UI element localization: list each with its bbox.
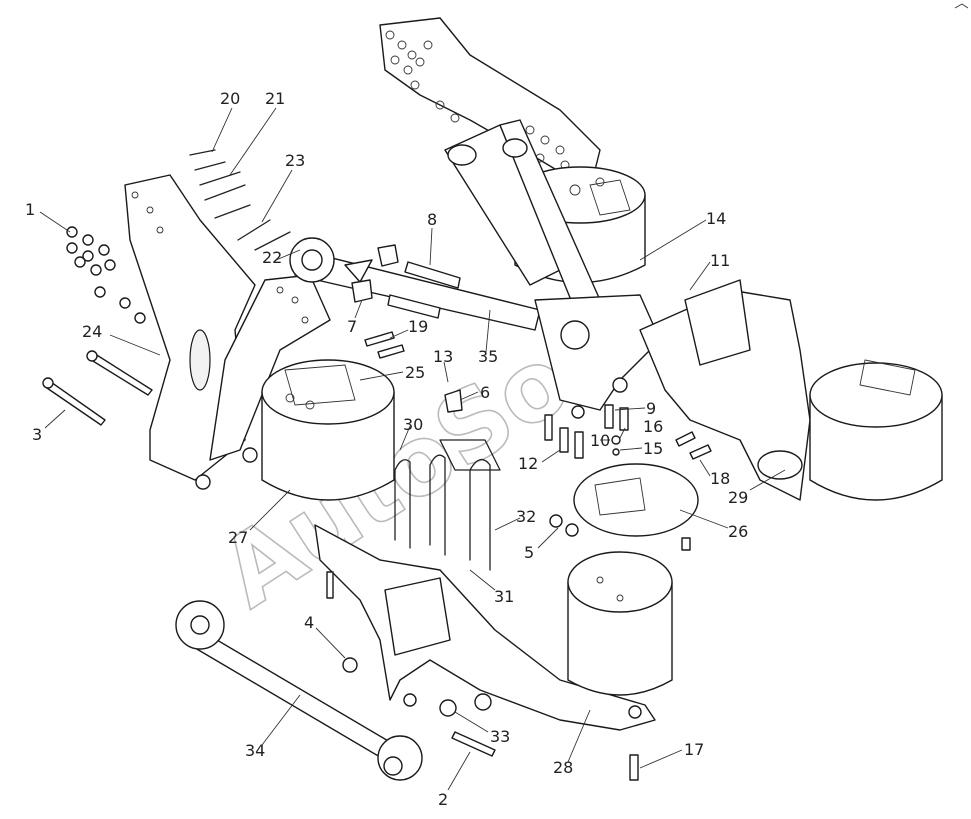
callout-6: 6: [480, 383, 490, 402]
callout-2: 2: [438, 790, 448, 809]
callout-labels: 1 2 3 4 5 6 7 8 9 10 11 12 13 14 15 16 1…: [25, 89, 748, 809]
left-frame-bracket: [124, 174, 331, 481]
small-parts: [195, 331, 712, 781]
callout-5: 5: [524, 543, 534, 562]
callout-9: 9: [646, 399, 656, 418]
air-spring-right: [809, 359, 943, 501]
callout-21: 21: [265, 89, 285, 108]
callout-27: 27: [228, 528, 248, 547]
callout-24: 24: [82, 322, 102, 341]
callout-8: 8: [427, 210, 437, 229]
callout-31: 31: [494, 587, 514, 606]
right-axle-housing: [639, 279, 811, 501]
callout-35: 35: [478, 347, 498, 366]
air-spring-left: [261, 359, 395, 501]
long-bolts: [42, 350, 153, 426]
callout-25: 25: [405, 363, 425, 382]
bolts-20-21-23: [189, 149, 291, 251]
callout-19: 19: [408, 317, 428, 336]
callout-3: 3: [32, 425, 42, 444]
torque-rod-lower: [175, 600, 423, 781]
center-axle-bracket: [534, 294, 661, 419]
spring-plate-26: [573, 463, 699, 537]
callout-34: 34: [245, 741, 265, 760]
callout-1: 1: [25, 200, 35, 219]
callout-29: 29: [728, 488, 748, 507]
nuts-cluster-1: [66, 226, 146, 324]
torque-rod-upper: [289, 237, 541, 331]
callout-18: 18: [710, 469, 730, 488]
callout-33: 33: [490, 727, 510, 746]
corner-mark: [954, 3, 969, 9]
callout-23: 23: [285, 151, 305, 170]
callout-17: 17: [684, 740, 704, 759]
callout-26: 26: [728, 522, 748, 541]
callout-11: 11: [710, 251, 730, 270]
callout-14: 14: [706, 209, 726, 228]
callout-13: 13: [433, 347, 453, 366]
callout-16: 16: [643, 417, 663, 436]
callout-28: 28: [553, 758, 573, 777]
lower-axle-beam: [314, 524, 656, 731]
callout-32: 32: [516, 507, 536, 526]
leader-lines: [39, 107, 786, 791]
callout-10: 10: [590, 431, 610, 450]
callout-12: 12: [518, 454, 538, 473]
callout-20: 20: [220, 89, 240, 108]
callout-30: 30: [403, 415, 423, 434]
callout-7: 7: [347, 317, 357, 336]
callout-22: 22: [262, 248, 282, 267]
callout-15: 15: [643, 439, 663, 458]
air-spring-lower: [567, 551, 673, 696]
callout-4: 4: [304, 613, 314, 632]
sleeves-7-8: [351, 244, 461, 319]
u-bolts: [394, 439, 501, 571]
